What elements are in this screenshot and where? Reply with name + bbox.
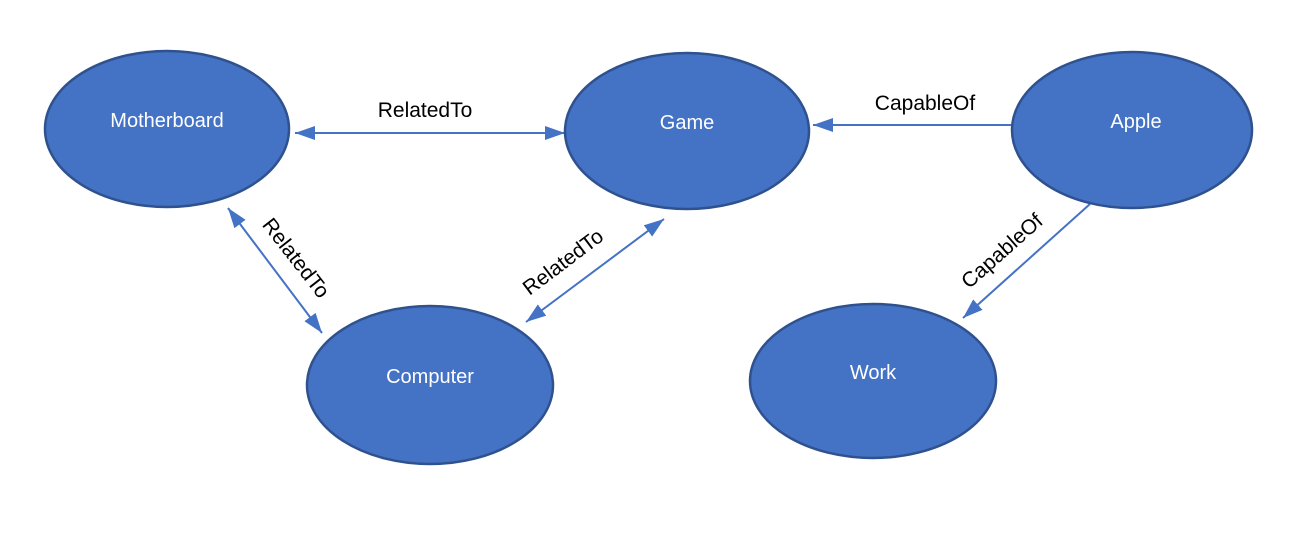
edge-label-computer-game: RelatedTo <box>519 225 608 300</box>
edge-label-motherboard-computer: RelatedTo <box>257 214 333 303</box>
node-ellipse-apple <box>1010 50 1254 210</box>
node-game: Game <box>563 51 811 211</box>
edge-computer-game: RelatedTo <box>519 218 665 323</box>
node-label-motherboard: Motherboard <box>110 110 223 132</box>
nodes-layer: Motherboard Game Apple Computer Work <box>43 49 1254 466</box>
edge-motherboard-computer: RelatedTo <box>227 207 334 334</box>
node-computer: Computer <box>305 304 555 466</box>
node-label-computer: Computer <box>386 366 474 388</box>
node-ellipse-motherboard <box>43 49 291 209</box>
edge-line-motherboard-computer <box>227 207 323 334</box>
node-label-apple: Apple <box>1110 111 1161 133</box>
node-motherboard: Motherboard <box>43 49 291 209</box>
node-label-game: Game <box>660 112 714 134</box>
node-work: Work <box>748 302 998 460</box>
edge-motherboard-game: RelatedTo <box>295 99 565 140</box>
edge-line-apple-work <box>962 203 1091 319</box>
edge-label-apple-work: CapableOf <box>957 209 1048 293</box>
edge-apple-game: CapableOf <box>813 92 1015 132</box>
edge-label-apple-game: CapableOf <box>875 92 976 115</box>
edge-line-computer-game <box>525 218 665 323</box>
node-label-work: Work <box>850 362 897 384</box>
node-apple: Apple <box>1010 50 1254 210</box>
node-ellipse-game <box>563 51 811 211</box>
node-ellipse-work <box>748 302 998 460</box>
edge-label-motherboard-game: RelatedTo <box>378 99 473 122</box>
node-ellipse-computer <box>305 304 555 466</box>
edge-apple-work: CapableOf <box>957 203 1091 319</box>
